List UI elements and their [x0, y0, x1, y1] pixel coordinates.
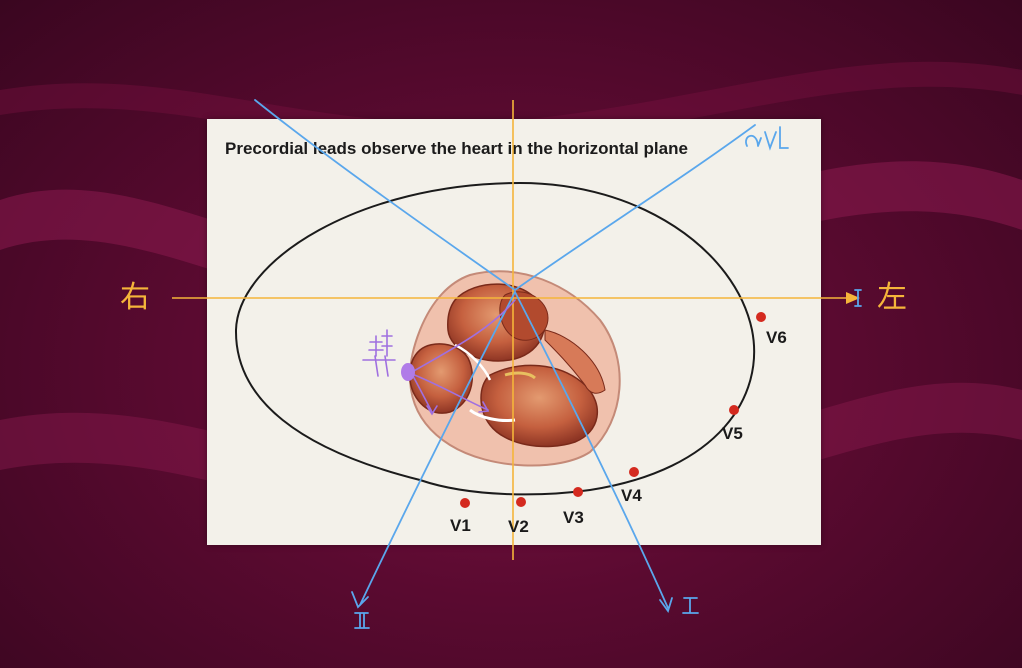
- electrode-dot-icon-v3: [573, 487, 583, 497]
- lead-label-v6: V6: [766, 328, 787, 347]
- diagram-title: Precordial leads observe the heart in th…: [225, 139, 688, 158]
- lead-label-v4: V4: [621, 486, 642, 505]
- electrode-dot-icon-v2: [516, 497, 526, 507]
- electrode-dot-icon-v1: [460, 498, 470, 508]
- lead-label-v1: V1: [450, 516, 471, 535]
- heart-cross-section-illustration: [409, 270, 621, 467]
- electrode-dot-icon-v5: [729, 405, 739, 415]
- electrode-dots: [460, 312, 766, 508]
- electrode-dot-icon-v4: [629, 467, 639, 477]
- direction-label-right: 右: [120, 280, 150, 315]
- lead-label-v3: V3: [563, 508, 584, 527]
- lead-label-v5: V5: [722, 424, 743, 443]
- sinus-node-marker: [401, 363, 415, 381]
- purple-annotation: [362, 299, 516, 416]
- electrode-dot-icon-v6: [756, 312, 766, 322]
- axis-arrow-head-icon: [846, 292, 860, 304]
- lead-label-v2: V2: [508, 517, 529, 536]
- torso-outline: [234, 181, 756, 496]
- annotation-lines: [254, 99, 862, 629]
- direction-label-left: 左: [877, 280, 907, 315]
